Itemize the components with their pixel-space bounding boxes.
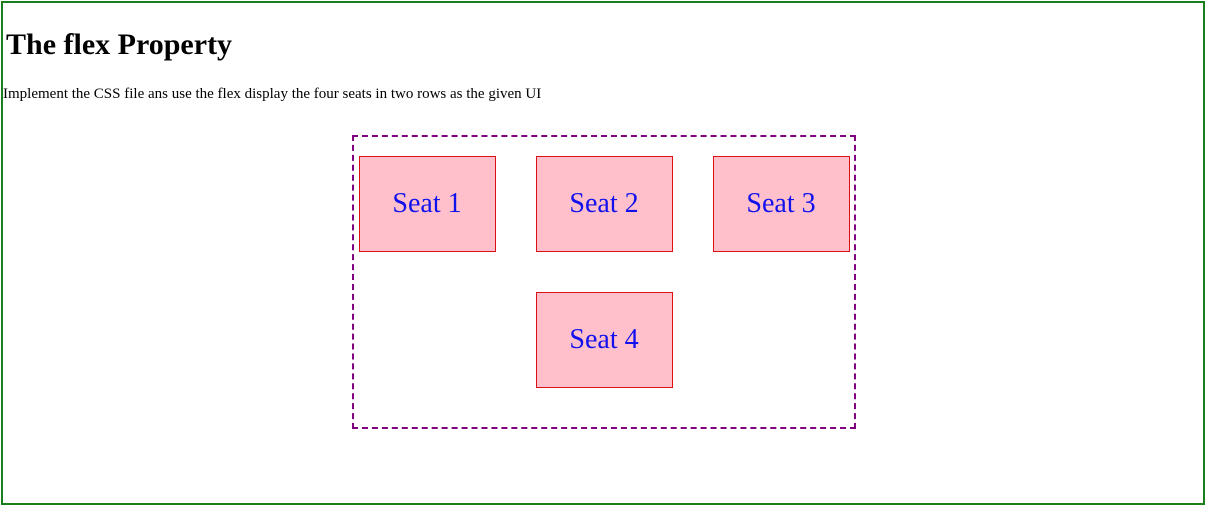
instruction-text: Implement the CSS file ans use the flex … [3,86,542,102]
page-title: The flex Property [6,28,233,61]
seat-container: Seat 1 Seat 2 Seat 3 Seat 4 [352,135,856,429]
seat-2: Seat 2 [535,156,673,252]
seat-4: Seat 4 [535,292,673,388]
seat-3: Seat 3 [712,156,850,252]
seat-1: Seat 1 [358,156,496,252]
